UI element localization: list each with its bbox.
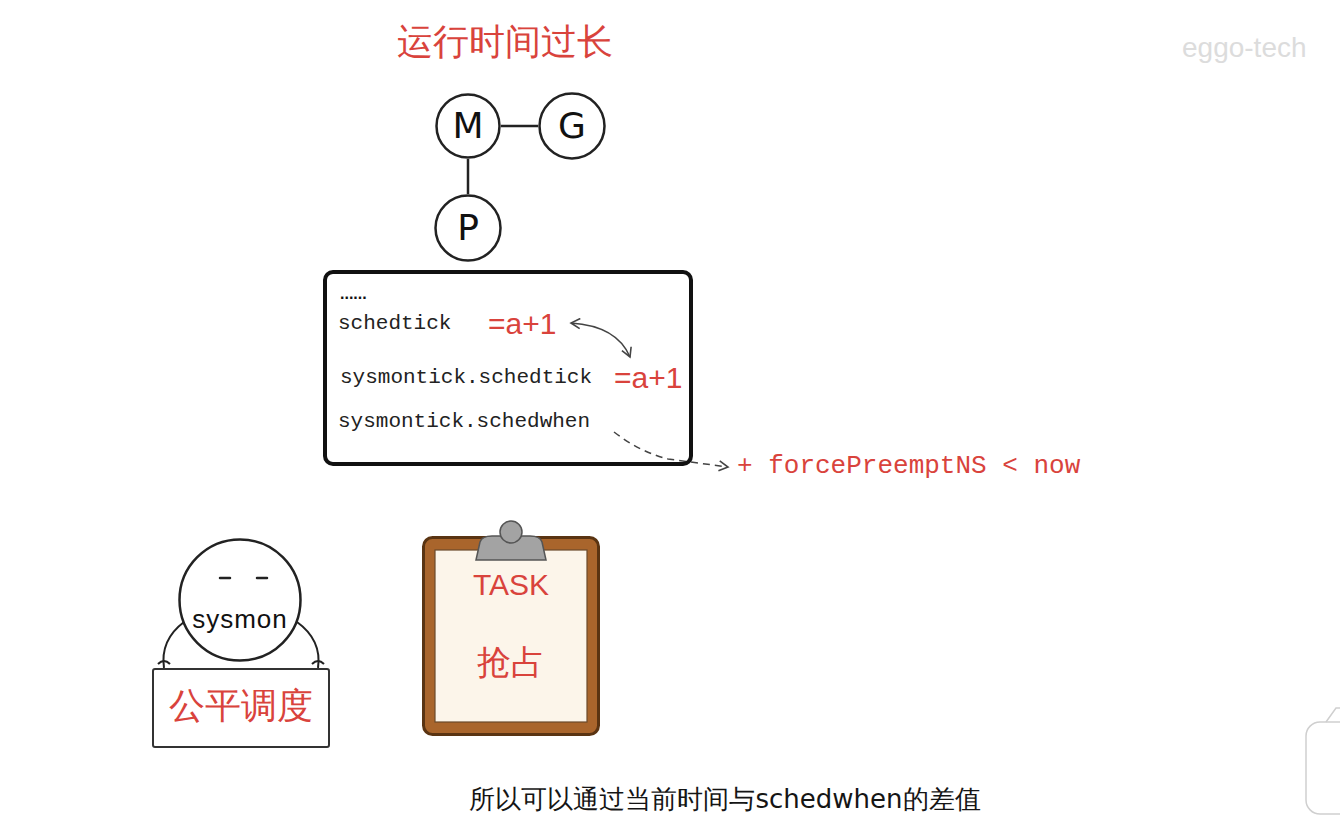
eye [220, 577, 230, 580]
link-arrow [571, 323, 630, 357]
node-text: sysmontick.schedwhen [338, 409, 590, 434]
node-text: ...... [340, 284, 367, 303]
node-text: schedtick [338, 311, 451, 336]
link-line [467, 159, 470, 194]
g-circle: G [538, 92, 606, 160]
condition-note: + forcePreemptNS < now [737, 451, 1080, 482]
diagram-title: 运行时间过长 [397, 20, 613, 63]
hand [312, 661, 324, 664]
clipboard-board [424, 538, 599, 735]
value-text: 抢占 [422, 642, 600, 683]
node-text: sysmontick.schedtick [340, 365, 592, 390]
value-text: =a+1 [614, 360, 682, 396]
clipboard-shape [422, 536, 600, 736]
clipboard-clip [500, 521, 522, 543]
p-struct-box: ...... schedtick =a+1 sysmontick.schedtick =… [323, 270, 693, 466]
circle-outline [178, 538, 302, 662]
sysmon-head: sysmon [178, 538, 302, 662]
p-circle: P [434, 194, 502, 262]
value-text: =a+1 [488, 306, 556, 342]
circle-outline [180, 540, 301, 661]
eye [257, 577, 267, 580]
value-text: 公平调度 [154, 684, 328, 727]
hand [158, 661, 170, 664]
sign-board: 公平调度 [152, 668, 330, 748]
node-text: P [434, 206, 502, 249]
side-widget [1326, 708, 1340, 722]
node-text: G [538, 104, 606, 147]
watermark: eggo-tech [1182, 31, 1307, 65]
side-widget [1306, 722, 1340, 814]
link-line [501, 125, 538, 128]
m-circle: M [435, 93, 501, 159]
value-text: TASK [422, 567, 600, 603]
node-text: sysmon [178, 604, 302, 635]
task-clipboard: TASK 抢占 [422, 536, 600, 736]
node-text: M [435, 104, 501, 147]
subtitle-caption: 所以可以通过当前时间与schedwhen的差值 [469, 784, 980, 815]
dashed-leader [614, 432, 728, 467]
